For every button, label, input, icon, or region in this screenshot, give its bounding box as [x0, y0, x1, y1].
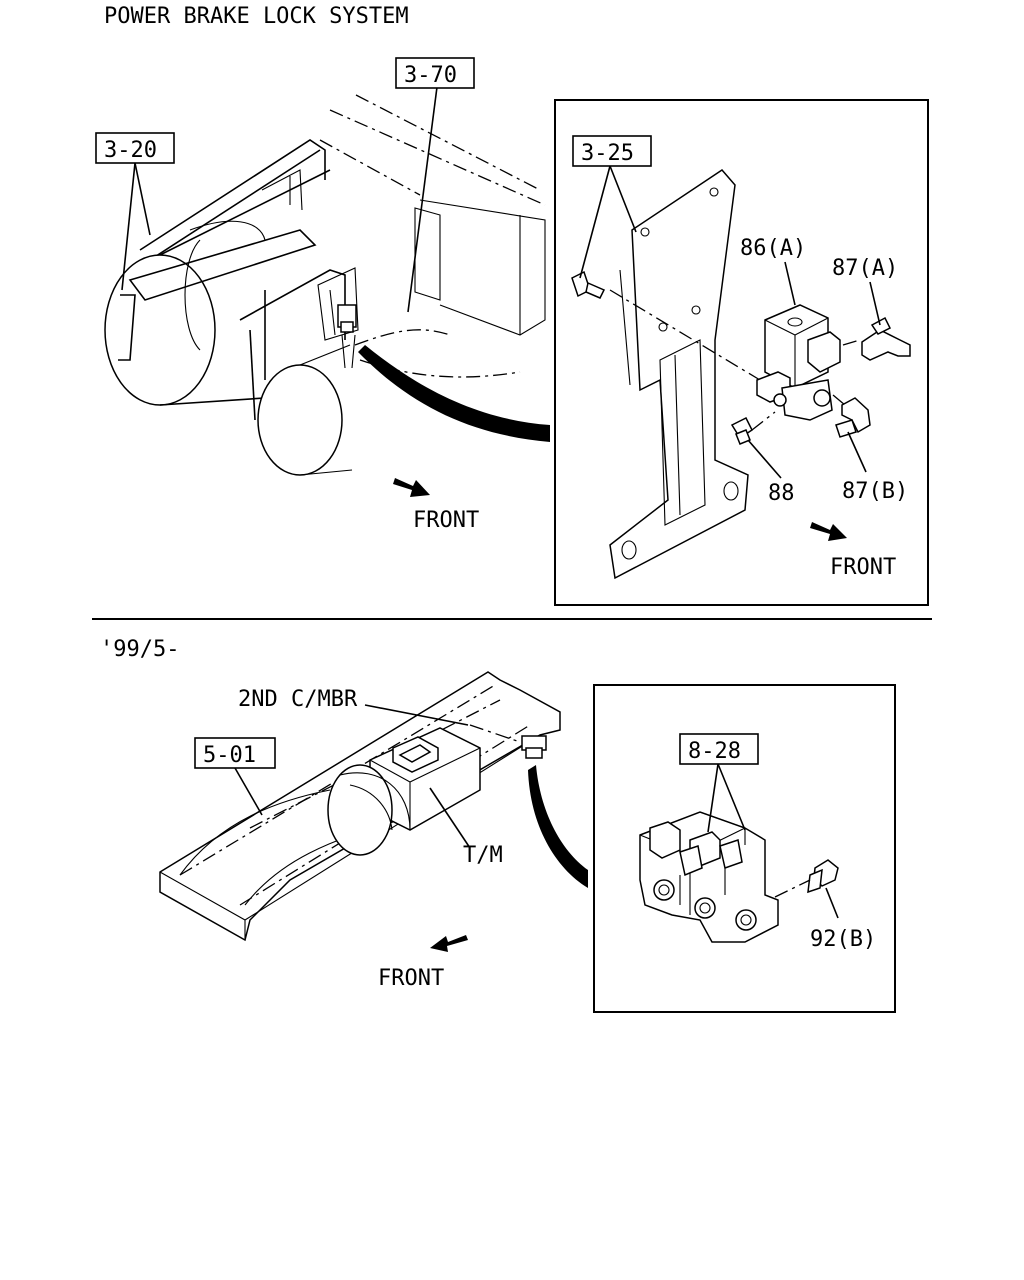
transmission-label: T/M: [463, 843, 503, 868]
front-label-bottom: FRONT: [378, 966, 444, 991]
front-arrow-icon: [430, 935, 468, 952]
ref-box-5-01[interactable]: 5-01: [194, 737, 276, 769]
part-label-86a: 86(A): [740, 236, 806, 261]
part-label-87a: 87(A): [832, 256, 898, 281]
ref-label-3-25: 3-25: [581, 141, 634, 166]
bolt-92b: [807, 859, 839, 894]
elbow-fitting-87b: [835, 397, 871, 438]
plug-88: [730, 416, 753, 445]
frame-tank-drawing: [104, 94, 550, 476]
ref-box-3-25[interactable]: 3-25: [572, 135, 652, 167]
ref-label-3-70: 3-70: [404, 63, 457, 88]
front-arrow-icon: [393, 478, 430, 497]
ref-label-8-28: 8-28: [688, 739, 741, 764]
diagram-title: POWER BRAKE LOCK SYSTEM: [104, 4, 409, 29]
valve-assembly-drawing: [639, 811, 779, 943]
front-arrow-icon: [810, 522, 847, 541]
part-label-87b: 87(B): [842, 479, 908, 504]
part-label-92b: 92(B): [810, 927, 876, 952]
front-label-inset-top: FRONT: [830, 555, 896, 580]
inset-frame-top: [554, 99, 929, 606]
chassis-frame-drawing: [159, 671, 588, 942]
valve-bracket-drawing: [571, 169, 761, 580]
variant-label: '99/5-: [100, 637, 179, 662]
ref-label-3-20: 3-20: [104, 138, 157, 163]
ref-label-5-01: 5-01: [203, 743, 256, 768]
tee-fitting-87a: [861, 316, 911, 361]
ref-box-3-20[interactable]: 3-20: [95, 132, 175, 164]
part-label-88: 88: [768, 481, 795, 506]
ref-box-3-70[interactable]: 3-70: [395, 57, 475, 89]
second-member-label: 2ND C/MBR: [238, 687, 358, 712]
front-label-top-left: FRONT: [413, 508, 479, 533]
ref-box-8-28[interactable]: 8-28: [679, 733, 759, 765]
solenoid-valve-drawing: [756, 304, 841, 421]
inset-frame-bottom: [593, 684, 896, 1013]
